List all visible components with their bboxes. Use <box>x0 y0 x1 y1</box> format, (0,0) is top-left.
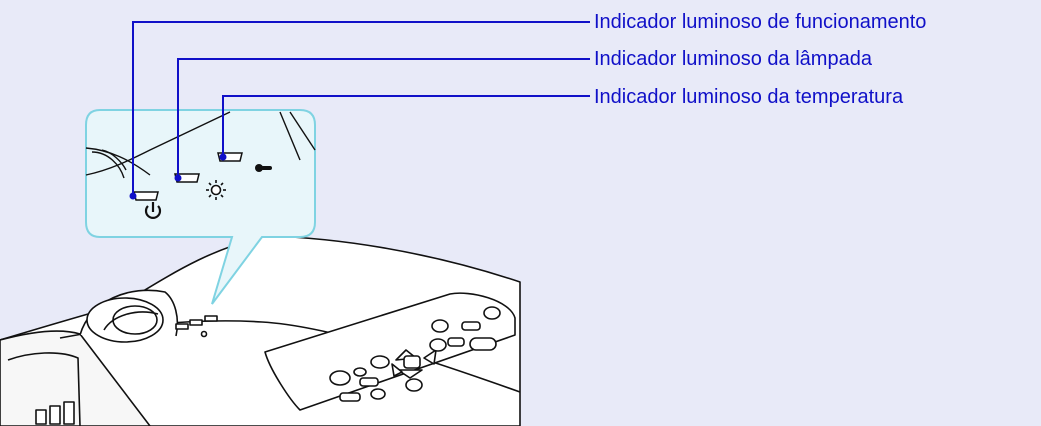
projector-body <box>0 235 521 426</box>
leader-lines <box>132 21 590 196</box>
power-icon <box>144 202 162 219</box>
leader-line-lamp <box>177 58 590 178</box>
temperature-icon <box>255 164 272 172</box>
leader-dot-temp <box>219 153 227 161</box>
label-lamp-indicator: Indicador luminoso da lâmpada <box>594 48 872 70</box>
leader-dot-power <box>129 192 137 200</box>
leader-dots <box>129 153 227 200</box>
label-temperature-indicator: Indicador luminoso da temperatura <box>594 86 904 108</box>
leader-dot-lamp <box>174 174 182 182</box>
label-power-indicator: Indicador luminoso de funcionamento <box>594 11 927 33</box>
lamp-icon <box>206 180 226 200</box>
leader-line-power <box>132 21 590 196</box>
leader-line-temp <box>222 95 590 157</box>
callout-magnifier <box>85 109 316 305</box>
